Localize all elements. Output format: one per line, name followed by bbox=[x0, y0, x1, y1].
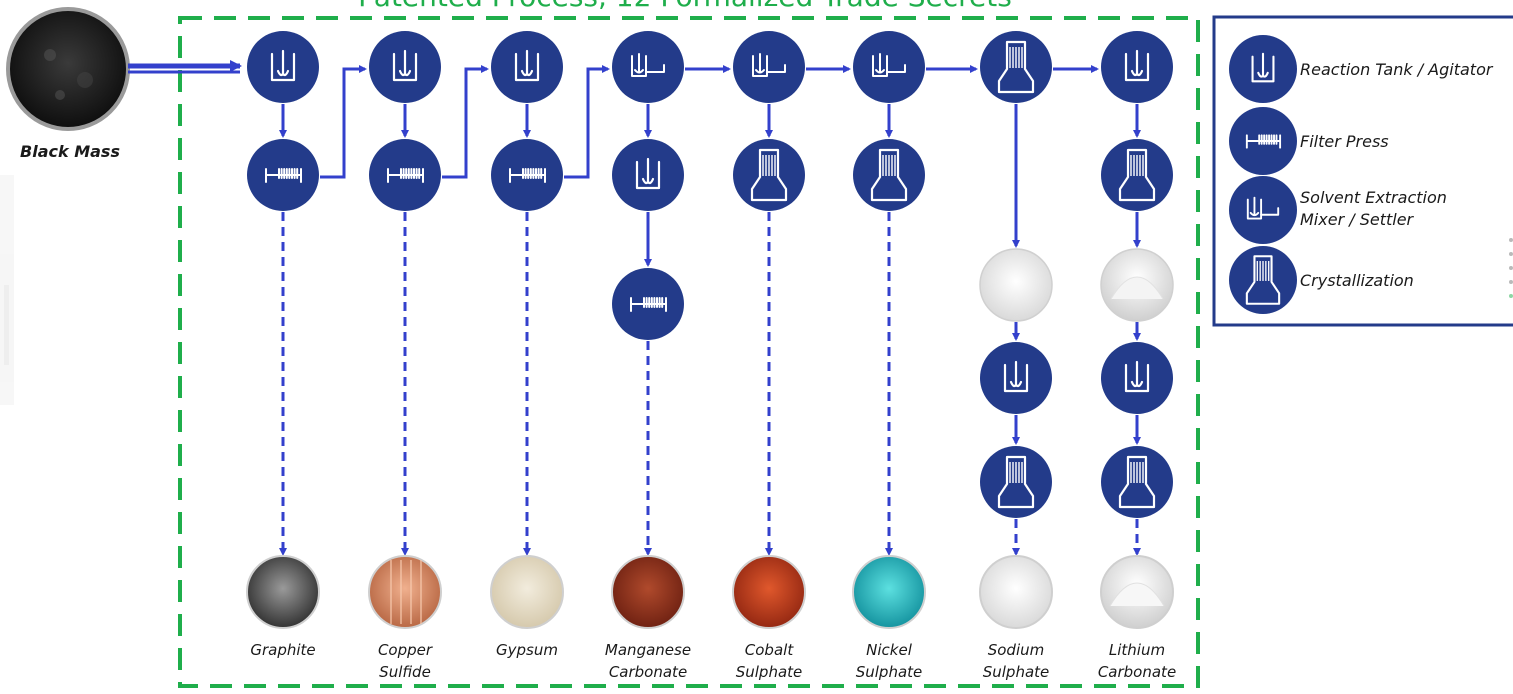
product-label-line1: Graphite bbox=[250, 641, 315, 659]
crystallization-icon bbox=[1101, 446, 1173, 518]
product-label-line2: Carbonate bbox=[1098, 663, 1176, 681]
product-label-line1: Sodium bbox=[988, 641, 1045, 659]
product-graphite-powder: Graphite bbox=[246, 555, 320, 659]
legend-label: Crystallization bbox=[1300, 271, 1414, 290]
product-label-line2: Carbonate bbox=[609, 663, 687, 681]
product-label-line1: Gypsum bbox=[496, 641, 558, 659]
filter-press-icon bbox=[491, 139, 563, 211]
product-label-line2: Sulfide bbox=[379, 663, 431, 681]
reaction-tank-icon bbox=[491, 31, 563, 103]
black-mass-source: Black Mass bbox=[6, 7, 130, 161]
filter-press-icon bbox=[1229, 107, 1297, 175]
cobalt-sulphate-crystals bbox=[732, 555, 806, 629]
copper-sulfide-sample bbox=[368, 555, 442, 629]
crystallization-icon bbox=[733, 139, 805, 211]
product-gypsum-powder: Gypsum bbox=[490, 555, 564, 659]
flow-arrow bbox=[442, 65, 489, 179]
diagram-title: Patented Process, 12 Formalized Trade Se… bbox=[358, 0, 1012, 13]
product-label-line1: Manganese bbox=[605, 641, 691, 659]
product-label-line2: Sulphate bbox=[856, 663, 923, 681]
filter-press-icon bbox=[612, 268, 684, 340]
black-mass-image bbox=[6, 7, 130, 131]
legend-label-line2: Mixer / Settler bbox=[1300, 210, 1415, 229]
crystallization-icon bbox=[1229, 246, 1297, 314]
process-boundary-frame bbox=[178, 16, 1200, 688]
flow-arrow bbox=[564, 65, 610, 179]
product-label-line2: Sulphate bbox=[983, 663, 1050, 681]
flow-arrows bbox=[279, 65, 1141, 556]
legend-label: Reaction Tank / Agitator bbox=[1300, 60, 1494, 79]
left-edge-decoration bbox=[0, 175, 14, 405]
graphite-powder bbox=[246, 555, 320, 629]
crystallization-icon bbox=[980, 31, 1052, 103]
black-mass-label: Black Mass bbox=[20, 142, 120, 161]
crystallization-icon bbox=[853, 139, 925, 211]
solvent-extraction-icon bbox=[853, 31, 925, 103]
product-label-line1: Copper bbox=[378, 641, 433, 659]
crystallization-icon bbox=[1101, 139, 1173, 211]
reaction-tank-icon bbox=[1101, 342, 1173, 414]
gypsum-powder bbox=[490, 555, 564, 629]
right-edge-decoration bbox=[1509, 238, 1513, 298]
product-label-line1: Nickel bbox=[866, 641, 913, 659]
solvent-extraction-icon bbox=[1229, 176, 1297, 244]
manganese-carbonate-powder bbox=[611, 555, 685, 629]
product-label-line1: Lithium bbox=[1109, 641, 1165, 659]
solvent-extraction-icon bbox=[733, 31, 805, 103]
reaction-tank-icon bbox=[1101, 31, 1173, 103]
reaction-tank-icon bbox=[1229, 35, 1297, 103]
filter-press-icon bbox=[369, 139, 441, 211]
sodium-sulphate-intermediate bbox=[979, 248, 1053, 322]
solvent-extraction-icon bbox=[612, 31, 684, 103]
product-label-line1: Cobalt bbox=[745, 641, 795, 659]
nickel-sulphate-crystals bbox=[852, 555, 926, 629]
sodium-sulphate-powder bbox=[979, 555, 1053, 629]
filter-press-icon bbox=[247, 139, 319, 211]
process-nodes bbox=[247, 31, 1174, 518]
reaction-tank-icon bbox=[247, 31, 319, 103]
crystallization-icon bbox=[980, 446, 1052, 518]
reaction-tank-icon bbox=[369, 31, 441, 103]
legend-label-line1: Solvent Extraction bbox=[1300, 188, 1447, 207]
lithium-carbonate-intermediate bbox=[1100, 248, 1174, 322]
reaction-tank-icon bbox=[612, 139, 684, 211]
product-label-line2: Sulphate bbox=[736, 663, 803, 681]
flow-arrow bbox=[320, 65, 367, 179]
legend-label: Filter Press bbox=[1300, 132, 1389, 151]
reaction-tank-icon bbox=[980, 342, 1052, 414]
